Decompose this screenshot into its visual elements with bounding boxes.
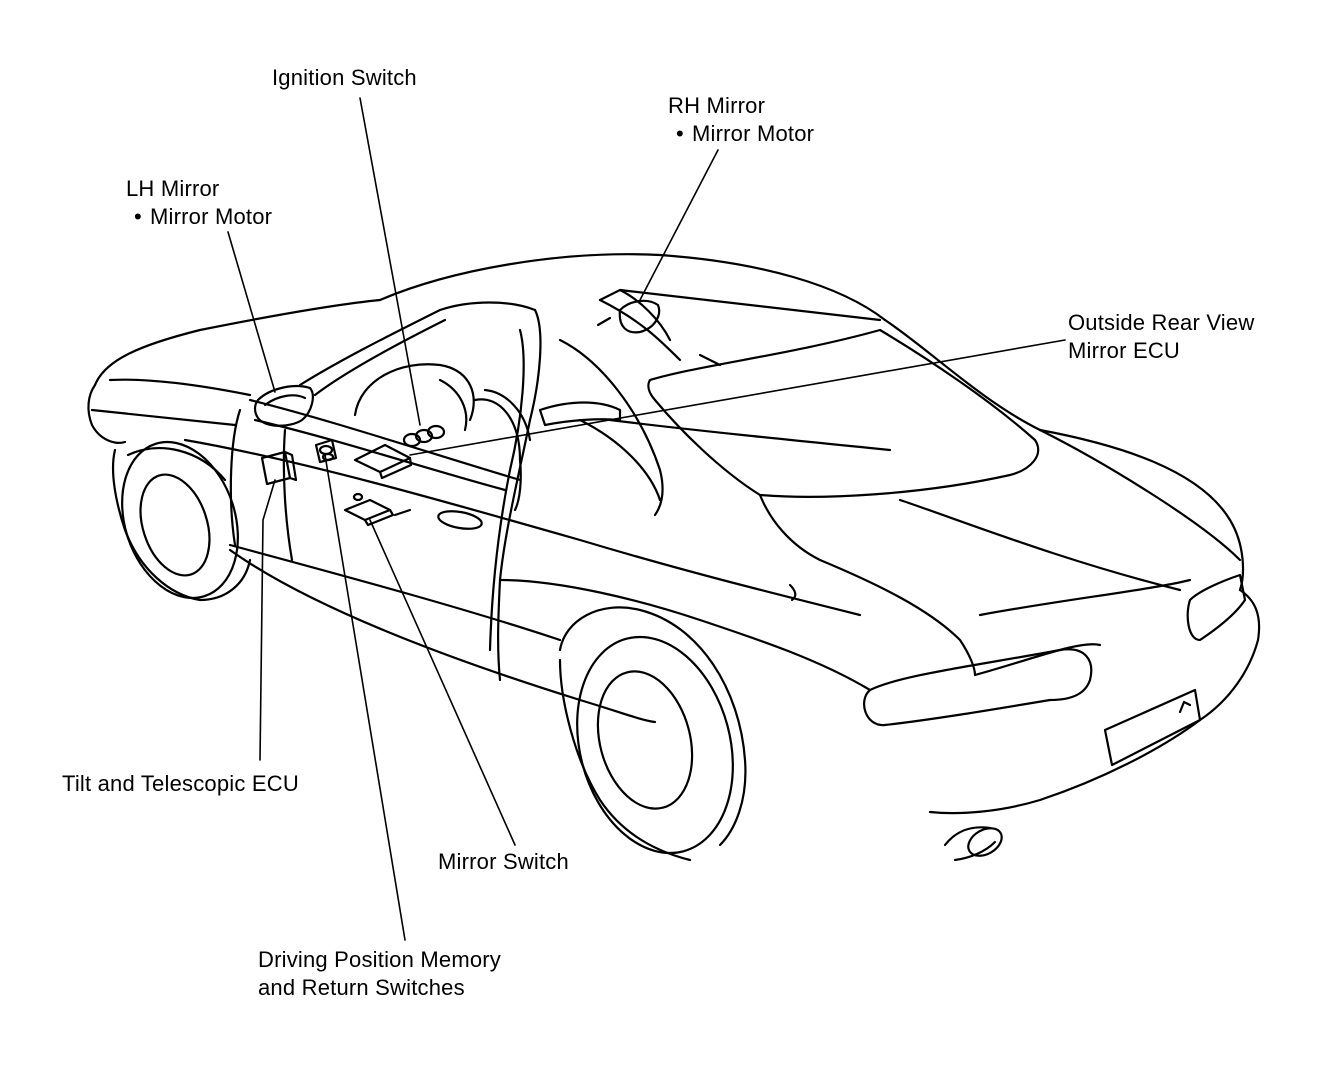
leader-rh-mirror [639,149,719,301]
rh-mirror-item: • Mirror Motor [668,120,814,148]
rh-mirror-shape [596,299,661,334]
label-driving-position-memory: Driving Position Memory and Return Switc… [258,946,501,1002]
lh-mirror-item-text: Mirror Motor [150,204,273,229]
memory-switch-shape [314,438,338,464]
label-rh-mirror: RH Mirror • Mirror Motor [668,92,814,148]
car-body [87,253,1261,862]
leader-mirror-switch [369,519,516,846]
leader-driving-position-memory [324,454,406,941]
label-ignition-switch: Ignition Switch [272,64,417,92]
rh-mirror-item-text: Mirror Motor [692,121,815,146]
outside-rear-view-ecu-line2: Mirror ECU [1068,338,1180,363]
leader-lines [227,97,1066,941]
leader-ignition-switch [359,97,421,426]
label-lh-mirror: LH Mirror • Mirror Motor [126,175,272,231]
bullet-icon: • [676,121,684,146]
label-mirror-switch: Mirror Switch [438,848,569,876]
tilt-telescopic-ecu-text: Tilt and Telescopic ECU [62,771,299,796]
leader-outside-rear-view-ecu [409,339,1066,456]
ignition-switch-text: Ignition Switch [272,65,417,90]
outside-rear-view-ecu-line1: Outside Rear View [1068,310,1255,335]
lh-mirror-item: • Mirror Motor [126,203,272,231]
leader-tilt-telescopic-ecu [259,479,276,761]
leader-lh-mirror [227,231,276,393]
lh-mirror-title: LH Mirror [126,176,220,201]
bullet-icon: • [134,204,142,229]
rh-mirror-title: RH Mirror [668,93,766,118]
driving-position-memory-line2: and Return Switches [258,975,465,1000]
outside-rear-view-ecu-shape [353,443,413,480]
label-tilt-telescopic-ecu: Tilt and Telescopic ECU [62,770,299,798]
mirror-switch-text: Mirror Switch [438,849,569,874]
lh-mirror-shape [253,384,314,427]
tilt-telescopic-ecu-shape [260,450,298,486]
label-outside-rear-view-ecu: Outside Rear View Mirror ECU [1068,309,1254,365]
driving-position-memory-line1: Driving Position Memory [258,947,502,972]
mirror-switch-shape [343,492,412,527]
ignition-switch-shape [402,424,446,448]
